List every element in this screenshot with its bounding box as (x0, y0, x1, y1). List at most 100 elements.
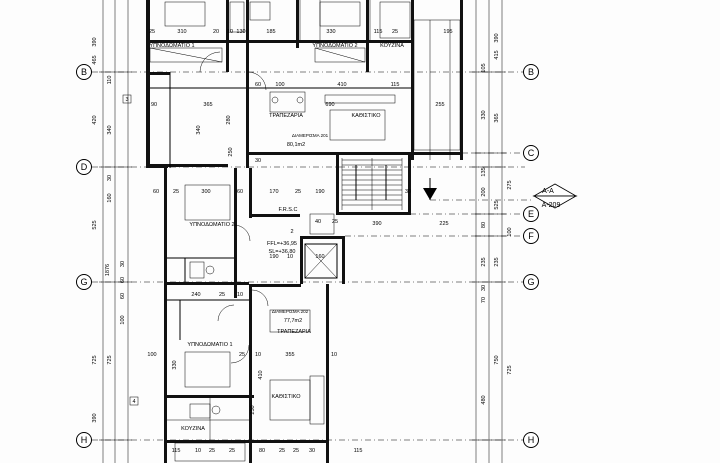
dim-top: 25 (392, 29, 398, 35)
axis-h-right-circle (523, 432, 539, 448)
note-4: 4 (132, 399, 135, 405)
axis-c-right-label: C (528, 148, 535, 158)
dim-left-outer: 525 (92, 220, 98, 229)
axis-c-right: C (523, 145, 539, 161)
dim-row-e: 25 (332, 219, 338, 225)
dim-row-c: 190 (315, 189, 324, 195)
apartment-202-area: 77,7m2 (284, 318, 302, 324)
dim-row-g2: 10 (331, 352, 337, 358)
axis-f-right-circle (523, 228, 539, 244)
dim-row-h: 115 (172, 448, 181, 454)
room-kitchen-top: ΚΟΥΖΙΝΑ (380, 43, 404, 49)
dim-row-b2: 90 (151, 102, 157, 108)
dim-right-inner: 105 (481, 63, 487, 72)
axis-c-right-circle (523, 145, 539, 161)
axis-e-right-circle (523, 206, 539, 222)
axis-b-right: B (523, 64, 539, 80)
dim-row-g2: 10 (255, 352, 261, 358)
dim-left-outer: 420 (92, 115, 98, 124)
dim-top: 10 (227, 29, 233, 35)
dim-row-b: 115 (391, 82, 400, 88)
dim-left-inner: 100 (120, 315, 126, 324)
dim-right-outer: 235 (494, 257, 500, 266)
dim-right-inner: 330 (481, 110, 487, 119)
dim-row-f: 160 (315, 254, 324, 260)
dim-row-c: 25 (295, 189, 301, 195)
dim-top: 25 (149, 29, 155, 35)
axis-h-right: H (523, 432, 539, 448)
axis-g-left-circle (76, 274, 92, 290)
axis-g-right: G (523, 274, 539, 290)
dim-right-inner: 750 (494, 355, 500, 364)
axis-h-right-label: H (528, 435, 535, 445)
dim-left-inner: 725 (107, 355, 113, 364)
dim-row-g: 25 (219, 292, 225, 298)
stair-treads (342, 159, 402, 206)
dim-row-c: 170 (269, 189, 278, 195)
dim-right-outer: 390 (494, 33, 500, 42)
dim-row-b2: 255 (435, 102, 444, 108)
axis-g-right-label: G (527, 277, 534, 287)
dim-row-c2: 60 (153, 189, 159, 195)
stair-flight (341, 158, 403, 210)
dim-left-inner: 60 (120, 293, 126, 299)
dim-row-g: 10 (237, 292, 243, 298)
dim-left-outer: 390 (92, 413, 98, 422)
dim-top: 310 (177, 29, 186, 35)
dim-top: 195 (443, 29, 452, 35)
dim-row-g2: 25 (239, 352, 245, 358)
dim-mid-vert: 250 (228, 147, 234, 156)
axis-bubbles-left: B D G H (76, 64, 92, 448)
dim-row-f: 190 (269, 254, 278, 260)
dim-row-h: 115 (354, 448, 363, 454)
dim-left-inner: 160 (107, 193, 113, 202)
axis-b-left-label: B (81, 67, 87, 77)
level-ffl: FFL=+36,95 (267, 241, 297, 247)
dim-right-inner: 235 (481, 257, 487, 266)
dim-right-outer: 415 (494, 50, 500, 59)
dim-row-c2: 25 (173, 189, 179, 195)
dim-row-b: 410 (337, 82, 346, 88)
dim-row-h: 25 (279, 448, 285, 454)
level-sl: SL=+36,80 (269, 249, 296, 255)
axis-e-right-label: E (528, 209, 534, 219)
dim-mid-vert: 250 (250, 405, 256, 414)
room-living-top: ΚΑΘΙΣΤΙΚΟ (351, 113, 381, 119)
dim-row-c2: 60 (237, 189, 243, 195)
axis-d-left-label: D (81, 162, 88, 172)
room-dining-top: ΤΡΑΠΕΖΑΡΙΑ (269, 113, 303, 119)
dim-right-inner: 80 (481, 222, 487, 228)
dim-top: 330 (326, 29, 335, 35)
right-dimension-lines (472, 0, 506, 463)
axis-h-left: H (76, 432, 92, 448)
dim-row-e: 225 (439, 221, 448, 227)
dim-row-f: 10 (287, 254, 293, 260)
dim-row-c: 30 (405, 189, 411, 195)
axis-g-left-label: G (80, 277, 87, 287)
apartment-201-area: 80,1m2 (287, 142, 305, 148)
left-dimension-lines (99, 0, 132, 463)
dim-left-inner: 340 (107, 125, 113, 134)
axis-b-left: B (76, 64, 92, 80)
dimension-labels: 390 465 420 525 1876 725 390 110 340 30 … (92, 29, 513, 454)
dim-right-inner: 30 (481, 285, 487, 291)
dim-left-outer: 390 (92, 37, 98, 46)
dim-top: 185 (266, 29, 275, 35)
dim-top: 115 (374, 29, 383, 35)
axis-g-left: G (76, 274, 92, 290)
dim-row-b: 100 (275, 82, 284, 88)
axis-e-right: E (523, 206, 539, 222)
axis-d-left-circle (76, 159, 92, 175)
section-label-top: A-A (542, 188, 554, 195)
dim-right-inner: 480 (481, 395, 487, 404)
dim-right-inner: 135 (481, 167, 487, 176)
dim-row-g: 240 (191, 292, 200, 298)
room-labels: ΥΠΝΟΔΩΜΑΤΙΟ 1 ΥΠΝΟΔΩΜΑΤΙΟ 2 ΚΟΥΖΙΝΑ ΤΡΑΠ… (149, 43, 404, 432)
room-kitchen-bottom: ΚΟΥΖΙΝΑ (181, 426, 205, 432)
dim-left-inner: 60 (120, 277, 126, 283)
apartment-202-label: ΔΙΑΜΕΡΙΣΜΑ 202 (272, 309, 309, 314)
dim-left-inner: 30 (120, 261, 126, 267)
axis-b-right-label: B (528, 67, 534, 77)
